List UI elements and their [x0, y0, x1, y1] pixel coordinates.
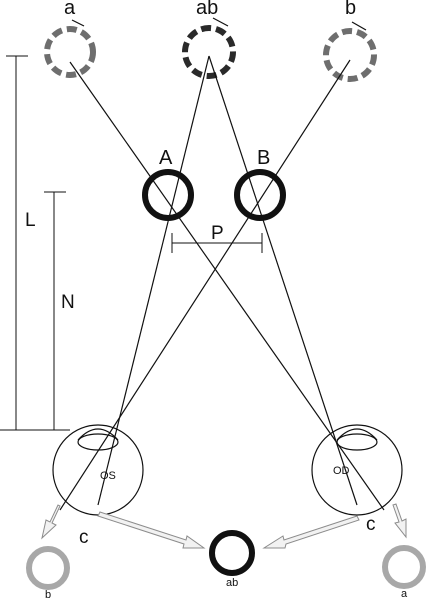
- cornea-OS: [77, 428, 119, 441]
- bottom-ring-ab: [209, 530, 255, 576]
- label-A: A: [159, 147, 173, 169]
- sight-line-a-to-od: [69, 61, 385, 511]
- bottom-ring-b: [26, 546, 70, 590]
- label-c-left: c: [79, 527, 89, 548]
- arc-tick-ab: [212, 17, 229, 27]
- label-ab-top: ab: [196, 0, 218, 19]
- lens-OS: [77, 433, 119, 451]
- label-a-top: a: [64, 0, 76, 19]
- sight-line-ab-to-os: [97, 55, 210, 506]
- cornea-OD: [336, 428, 378, 441]
- label-L: L: [25, 210, 36, 231]
- sight-line-ab-to-od: [208, 55, 358, 506]
- arrow-od-to-ab: [262, 515, 360, 549]
- label-ab-bottom: ab: [226, 577, 238, 589]
- ring-B: [234, 169, 286, 221]
- label-b-top: b: [345, 0, 356, 19]
- dashed-circle-a: [44, 26, 96, 78]
- eye-OD: [311, 424, 403, 516]
- label-P: P: [211, 223, 224, 244]
- label-c-right: c: [366, 514, 376, 535]
- dashed-circle-b: [323, 28, 377, 82]
- lens-OD: [336, 433, 378, 451]
- ring-A: [142, 169, 194, 221]
- arrow-os-to-b: [41, 504, 61, 540]
- arc-tick-b: [351, 21, 367, 31]
- arc-tick-a: [71, 19, 85, 27]
- eye-OS: [52, 424, 144, 516]
- label-OD: OD: [333, 465, 350, 477]
- label-a-bottom: a: [401, 588, 408, 598]
- sight-line-b-to-os: [59, 59, 351, 511]
- label-N: N: [61, 292, 75, 313]
- label-B: B: [257, 147, 270, 169]
- arrow-od-to-a: [392, 503, 407, 539]
- dashed-circle-ab: [182, 25, 236, 79]
- label-b-bottom: b: [45, 589, 51, 598]
- label-OS: OS: [100, 470, 116, 482]
- bottom-ring-a: [382, 545, 426, 589]
- arrow-os-to-ab: [97, 511, 206, 549]
